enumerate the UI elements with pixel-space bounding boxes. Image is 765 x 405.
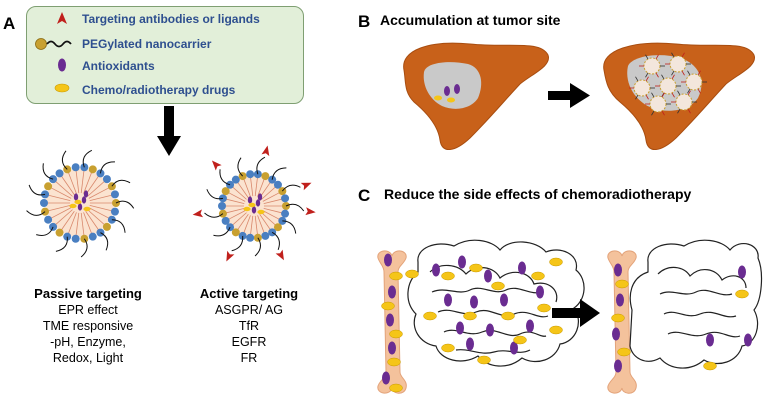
antioxidant-particle [510,341,518,355]
passive-line: -pH, Enzyme, [50,335,126,349]
antioxidant-particle [614,359,622,373]
antioxidant-particle [616,293,624,307]
passive-nanoparticle [26,149,135,258]
antioxidant-particle [744,333,752,347]
right-arrow-icon [548,83,590,108]
panel-c-letter: C [358,186,371,205]
antioxidant-particle [382,371,390,385]
drug-particle [537,303,551,313]
liver-icon [603,42,755,150]
liver-icon [403,42,549,150]
antioxidant-particle [388,285,396,299]
panel-b-title: Accumulation at tumor site [380,12,561,28]
drug-particle [389,383,403,393]
drug-particle [611,313,625,323]
right-arrow-icon [552,299,600,327]
drug-particle [387,357,401,367]
drug-particle [389,329,403,339]
bone-icon [607,250,637,394]
antioxidant-particle [432,263,440,277]
tumor-nanoparticle [681,70,707,94]
passive-heading: Passive targeting [34,286,142,301]
drug-particle [441,271,455,281]
active-nanoparticle [192,145,316,262]
antioxidant-particle [456,321,464,335]
drug-particle [463,311,477,321]
drug-particle [501,311,515,321]
antioxidant-particle [738,265,746,279]
panel-b-letter: B [358,12,371,31]
panel-a-letter: A [3,14,16,33]
intestine-icon [629,239,763,369]
antioxidant-particle [614,263,622,277]
active-line: EGFR [231,335,267,349]
active-targeting-caption: Active targeting ASGPR/ AG TfR EGFR FR [184,286,314,366]
tumor-nanoparticle [629,76,655,100]
drug-particle [381,301,395,311]
antioxidant-particle [526,319,534,333]
active-line: TfR [238,319,260,333]
passive-line: Redox, Light [52,351,124,365]
tumor-nanoparticle [645,92,671,116]
drug-particle [477,355,491,365]
antioxidant-particle [470,295,478,309]
antioxidant-particle [386,313,394,327]
passive-targeting-caption: Passive targeting EPR effect TME respons… [18,286,158,366]
antioxidant-particle [444,293,452,307]
drug-particle [531,271,545,281]
drug-particle [491,281,505,291]
passive-line: EPR effect [58,303,118,317]
drug-particle [617,347,631,357]
tumor-nanoparticle [671,90,697,114]
legend-box [26,6,304,104]
antioxidant-particle [388,341,396,355]
passive-line: TME responsive [42,319,134,333]
purple-ellipse-icon [58,58,66,72]
drug-particle [423,311,437,321]
drug-particle [441,343,455,353]
active-line: ASGPR/ AG [214,303,284,317]
drug-particle [549,257,563,267]
legend-item-label: Chemo/radiotherapy drugs [82,83,236,97]
drug-particle [469,263,483,273]
antioxidant-particle [486,323,494,337]
antioxidant-particle [484,269,492,283]
antioxidant-particle [466,337,474,351]
tumor-nanoparticle [665,52,691,76]
drug-particle [405,269,419,279]
drug-particle [703,361,717,371]
antioxidant-particle [706,333,714,347]
yellow-ellipse-icon [54,83,70,93]
red-arrowhead-icon [57,12,67,24]
antioxidant-particle [612,327,620,341]
legend-item-label: PEGylated nanocarrier [82,37,212,51]
legend-item-label: Antioxidants [82,59,155,73]
antioxidant-particle [536,285,544,299]
drug-particle [513,335,527,345]
drug-particle [389,271,403,281]
antioxidant-particle [518,261,526,275]
tumor-nanoparticle [639,54,665,78]
tumor-nanoparticle [655,74,681,98]
active-heading: Active targeting [199,286,299,301]
drug-particle [549,325,563,335]
antioxidant-particle [384,253,392,267]
active-line: FR [240,351,258,365]
drug-particle [615,279,629,289]
panel-c-title: Reduce the side effects of chemoradiothe… [384,186,692,202]
antioxidant-particle [458,255,466,269]
legend-item-label: Targeting antibodies or ligands [82,12,260,26]
antioxidant-particle [500,293,508,307]
pegylated-chain-icon [35,38,72,50]
drug-particle [735,289,749,299]
